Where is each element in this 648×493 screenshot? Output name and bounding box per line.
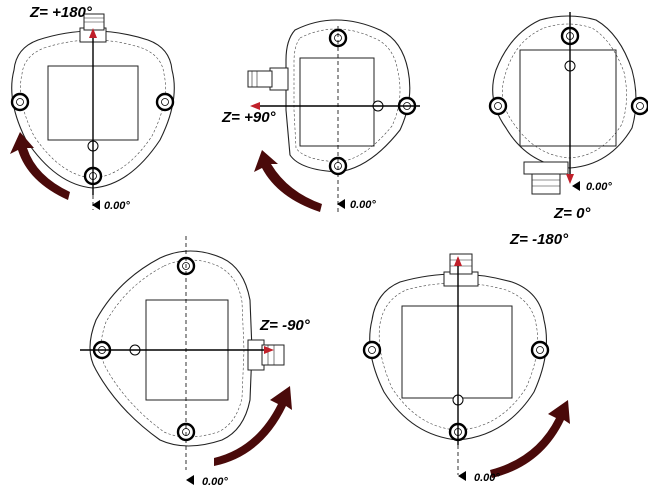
label-zero-ref-1: 0.00° bbox=[104, 200, 130, 212]
label-zero-ref-4: 0.00° bbox=[202, 476, 228, 488]
sensor-z-plus-180: Z= +180° 0.00° bbox=[10, 4, 175, 212]
sensor-z-minus-180: Z= -180° 0.00° bbox=[362, 231, 570, 484]
label-z-minus-90: Z= -90° bbox=[259, 317, 311, 334]
label-zero-ref-2: 0.00° bbox=[350, 199, 376, 211]
label-z-minus-180: Z= -180° bbox=[509, 231, 569, 248]
label-z-plus-180: Z= +180° bbox=[29, 4, 93, 21]
label-z-plus-90: Z= +90° bbox=[221, 109, 277, 126]
sensor-z-0: 0.00° Z= 0° bbox=[488, 12, 648, 222]
sensor-z-minus-90: Z= -90° 0.00° bbox=[80, 236, 311, 488]
label-zero-ref-3: 0.00° bbox=[586, 181, 612, 193]
sensor-z-plus-90: Z= +90° 0.00° bbox=[221, 19, 420, 212]
label-z-0: Z= 0° bbox=[553, 205, 591, 222]
label-zero-ref-5: 0.00° bbox=[474, 472, 500, 484]
